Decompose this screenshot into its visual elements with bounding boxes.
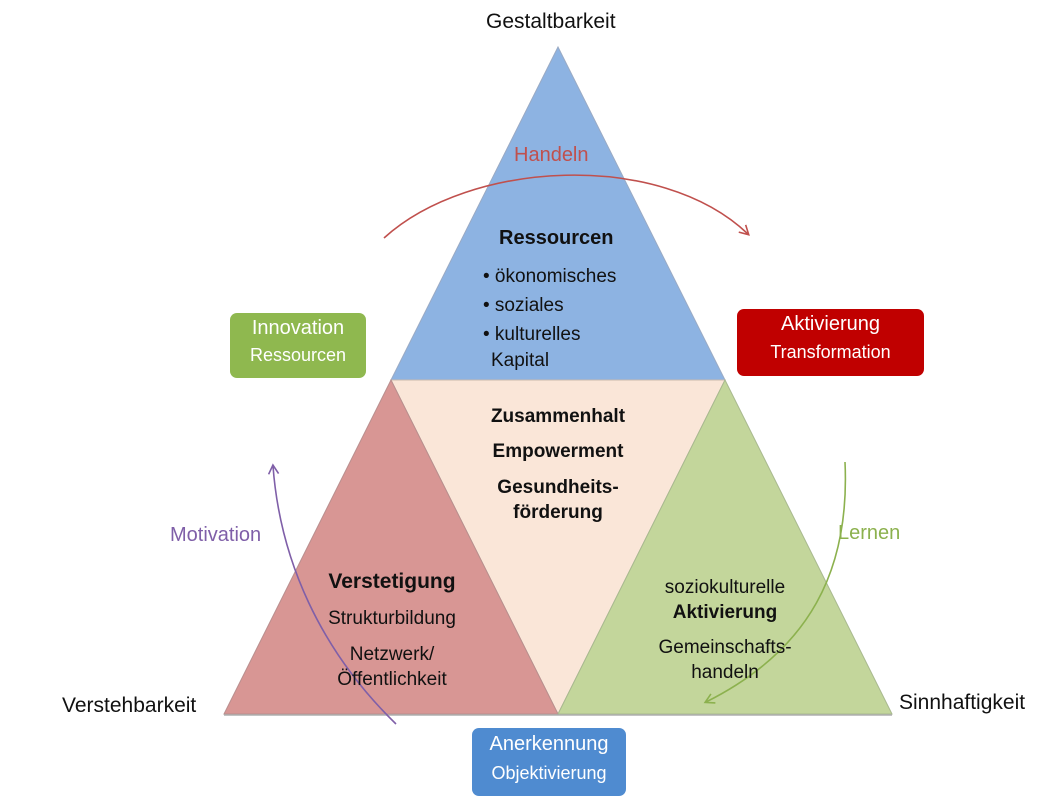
ressourcen-item-3: • kulturelles: [483, 324, 581, 345]
verstetigung-title: Verstetigung: [328, 570, 456, 593]
aktivierung-triangle-title: Aktivierung: [672, 602, 778, 623]
anerkennung-subtitle: Objektivierung: [491, 763, 607, 783]
motivation-arrow: [267, 463, 397, 725]
ressourcen-footer: Kapital: [491, 350, 550, 371]
empowerment-label: Empowerment: [492, 441, 624, 462]
corner-top-label: Gestaltbarkeit: [486, 10, 616, 33]
handeln-triangle-label: handeln: [691, 662, 759, 683]
corner-right-label: Sinnhaftigkeit: [899, 691, 1026, 714]
oeffentlichkeit-label: Öffentlichkeit: [337, 669, 447, 690]
anerkennung-box: Anerkennung Objektivierung: [472, 728, 626, 796]
netzwerk-label: Netzwerk/: [349, 644, 435, 665]
ressourcen-title: Ressourcen: [499, 227, 614, 249]
corner-left-label: Verstehbarkeit: [62, 694, 197, 717]
aktivierung-title: Aktivierung: [781, 313, 880, 335]
ressourcen-item-1: • ökonomisches: [483, 266, 617, 287]
zusammenhalt-label: Zusammenhalt: [490, 406, 626, 427]
aktivierung-subtitle: Transformation: [770, 342, 891, 362]
innovation-title: Innovation: [251, 317, 345, 339]
lernen-arrow: [703, 461, 847, 704]
gesundheits-label: Gesundheits-: [497, 477, 619, 498]
ressourcen-item-2: • soziales: [483, 295, 564, 316]
innovation-subtitle: Ressourcen: [249, 345, 347, 365]
motivation-label: Motivation: [170, 524, 262, 546]
foerderung-label: förderung: [513, 502, 603, 523]
strukturbildung-label: Strukturbildung: [328, 608, 456, 629]
aktivierung-box: Aktivierung Transformation: [737, 309, 924, 376]
gemeinschafts-label: Gemeinschafts-: [658, 637, 792, 658]
handeln-arrow: [383, 174, 750, 239]
anerkennung-title: Anerkennung: [489, 733, 609, 755]
soziokulturelle-label: soziokulturelle: [664, 577, 786, 598]
innovation-box: Innovation Ressourcen: [230, 313, 366, 378]
lernen-label: Lernen: [838, 522, 901, 544]
handeln-label: Handeln: [514, 144, 589, 166]
